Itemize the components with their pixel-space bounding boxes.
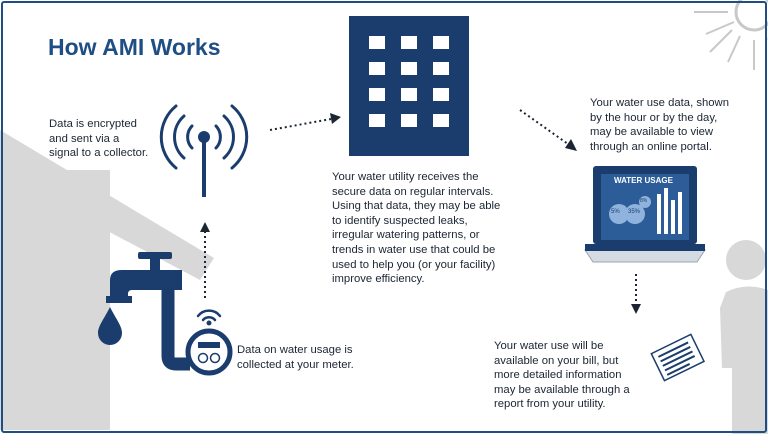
utility-description: Your water utility receives the secure d… [332,170,500,287]
laptop-screen-label-2: 35% [628,209,641,215]
bill-description: Your water use will be available on your… [494,339,630,412]
signal-description-line: Data is encrypted [49,118,137,130]
signal-description: Data is encrypted and sent via a signal … [49,117,148,161]
meter-description-line: collected at your meter. [237,358,354,371]
laptop-screen-label-3: 8% [640,198,648,204]
laptop-screen-label-1: 5% [611,209,620,215]
laptop-icon [584,166,706,263]
laptop-screen-heading: WATER USAGE [614,176,673,185]
utility-description-line: secure data on regular intervals. [332,185,494,198]
portal-description-line: by the hour or by the day, [590,111,718,124]
portal-description-line: may be available to view [590,126,714,139]
portal-description: Your water use data, shown by the hour o… [590,96,729,154]
portal-description-line: Your water use data, shown [590,97,729,109]
utility-description-line: irregular watering patterns, or [332,229,480,242]
arrow-utility-to-portal [519,109,569,145]
page-title: How AMI Works [48,34,221,60]
bill-description-line: Your water use will be [494,340,604,352]
utility-description-line: to identify suspected leaks, [332,214,468,227]
bill-description-line: available on your bill, but [494,354,619,367]
water-drop-icon [98,307,122,345]
utility-description-line: trends in water use that could be [332,243,496,256]
utility-description-line: used to help you (or your facility) [332,258,496,271]
faucet-icon [106,252,190,371]
bill-report-icon [650,333,706,382]
sun-icon [694,0,768,70]
bill-description-line: more detailed information [494,369,622,382]
house-silhouette [0,130,214,430]
bill-description-line: may be available through a [494,383,630,396]
water-meter-icon [185,309,233,376]
utility-description-line: improve efficiency. [332,273,425,286]
portal-description-line: through an online portal. [590,140,712,153]
signal-tower-icon [159,104,249,197]
signal-description-line: and sent via a [49,132,120,145]
signal-description-line: signal to a collector. [49,147,149,160]
bill-description-line: report from your utility. [494,398,606,411]
utility-description-line: Your water utility receives the [332,171,479,183]
meter-description-line: Data on water usage is [237,344,353,356]
utility-description-line: Using that data, they may be able [332,200,501,213]
office-building-icon [349,16,469,156]
arrow-tower-to-utility [269,118,332,131]
meter-description: Data on water usage is collected at your… [237,343,354,372]
person-silhouette [720,240,768,434]
